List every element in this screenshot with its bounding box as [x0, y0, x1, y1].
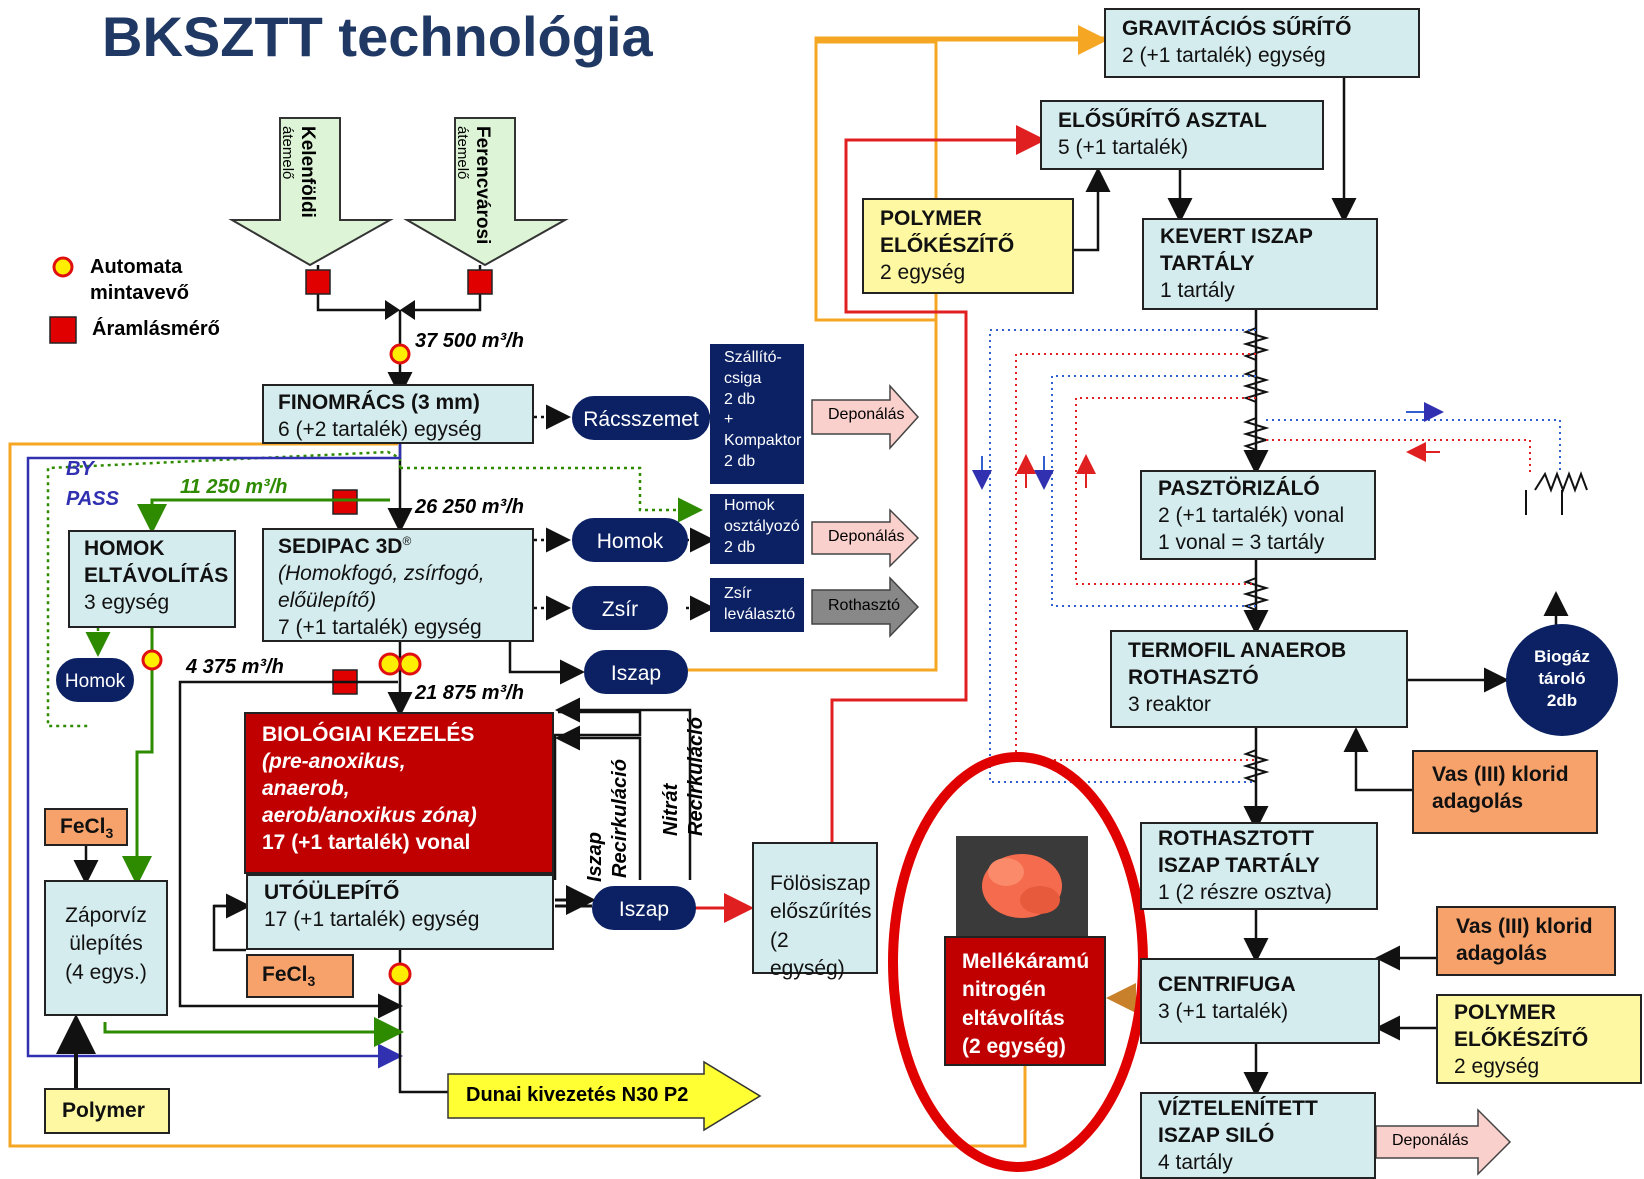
bypass-label-1: BY	[66, 458, 94, 480]
page-title: BKSZTT technológia	[102, 5, 653, 68]
kevert-iszap-box: KEVERT ISZAP TARTÁLY 1 tartály	[1142, 218, 1378, 310]
legend-sampler-icon	[52, 256, 74, 278]
flow-to-bio: 21 875 m³/h	[415, 682, 524, 704]
centrifuga-box: CENTRIFUGA 3 (+1 tartalék)	[1140, 958, 1380, 1044]
gravitacios-box: GRAVITÁCIÓS SŰRÍTŐ 2 (+1 tartalék) egysé…	[1104, 8, 1420, 78]
homok-eltav-sub: 3 egység	[84, 590, 170, 614]
recirc-iszap-label: Iszap	[584, 831, 606, 882]
sedipac-sub: 7 (+1 tartalék) egység	[278, 615, 482, 639]
sedipac-desc: (Homokfogó, zsírfogó, előülepítő)	[278, 561, 485, 612]
homok-pill-left: Homok	[56, 658, 134, 702]
flow-meter-ferencvarosi	[467, 269, 493, 295]
recirc-nitrat-label: Nitrát	[660, 783, 682, 836]
homok-pill: Homok	[572, 518, 688, 562]
rothaszto-arrow	[811, 576, 920, 638]
deponalas-label-1: Deponálás	[828, 406, 905, 423]
heat-exchanger-2	[1242, 369, 1270, 403]
bio-title: BIOLÓGIAI KEZELÉS	[262, 723, 475, 746]
sampler-sedipac-1	[378, 652, 402, 676]
fecl3-box-right: FeCl3	[246, 954, 354, 998]
zaporviz-box: Záporvíz ülepítés (4 egys.)	[44, 880, 168, 1016]
legend-meter-icon	[49, 316, 77, 344]
vas-klorid-box-1: Vas (III) klorid adagolás	[1412, 750, 1598, 834]
rothasztott-box: ROTHASZTOTT ISZAP TARTÁLY 1 (2 részre os…	[1140, 822, 1378, 910]
zsir-levalaszto-box: Zsír leválasztó	[710, 578, 804, 632]
termofil-box: TERMOFIL ANAEROB ROTHASZTÓ 3 reaktor	[1110, 630, 1408, 728]
polymer-elokeszito-top: POLYMER ELŐKÉSZÍTŐ 2 egység	[862, 198, 1074, 294]
sampler-homok	[141, 649, 163, 671]
deponalas-arrow-1	[811, 384, 920, 450]
heat-exchanger-3	[1242, 417, 1270, 451]
recirc-iszap-label2: Recirkuláció	[609, 759, 631, 878]
mellekaramu-box: Mellékáramú nitrogén eltávolítás (2 egys…	[944, 936, 1106, 1066]
polymer-box-left: Polymer	[44, 1088, 170, 1134]
finomracs-sub: 6 (+2 tartalék) egység	[278, 417, 482, 441]
szallito-box: Szállító- csiga 2 db + Kompaktor 2 db	[710, 344, 804, 484]
inlet-kelenfoldi-label: Kelenföldi átemelő	[279, 126, 318, 218]
flow-bypass-sand: 11 250 m³/h	[180, 476, 288, 498]
dunai-arrow	[447, 1060, 762, 1132]
homok-eltavolitas-box: HOMOK ELTÁVOLÍTÁS 3 egység	[68, 530, 236, 628]
deponalas-arrow-3	[1375, 1108, 1512, 1176]
polymer-elokeszito-right: POLYMER ELŐKÉSZÍTŐ 2 egység	[1436, 994, 1642, 1084]
sampler-uto	[388, 962, 412, 986]
deponalas-label-2: Deponálás	[828, 528, 905, 545]
pasztorizalo-box: PASZTÖRIZÁLÓ 2 (+1 tartalék) vonal 1 von…	[1140, 470, 1376, 560]
zsir-pill: Zsír	[572, 586, 668, 630]
flow-to-sedipac: 26 250 m³/h	[415, 496, 524, 518]
heat-exchanger-1	[1242, 327, 1270, 361]
legend-sampler-label: Automata mintavevő	[90, 256, 189, 304]
flow-meter-kelenfoldi	[305, 269, 331, 295]
flow-meter-sand	[332, 489, 358, 515]
inlet-arrow-kelenfoldi	[228, 117, 394, 267]
racsszemet-pill: Rácsszemet	[572, 396, 710, 440]
elosurito-box: ELŐSŰRÍTŐ ASZTAL 5 (+1 tartalék)	[1040, 100, 1324, 170]
iszap-pill-1: Iszap	[584, 650, 688, 694]
bio-d1: (pre-anoxikus,	[262, 749, 406, 773]
inlet-ferencvarosi-label: Ferencvárosi átemelő	[454, 126, 493, 245]
finomracs-title: FINOMRÁCS (3 mm)	[278, 391, 480, 414]
vas-klorid-box-2: Vas (III) klorid adagolás	[1436, 906, 1616, 976]
utoulepito-box: UTÓÜLEPÍTŐ 17 (+1 tartalék) egység	[246, 874, 554, 950]
biogaz-tank	[1506, 624, 1618, 736]
flow-bypass-bio: 4 375 m³/h	[186, 656, 284, 678]
fecl3-box-left: FeCl3	[44, 808, 128, 846]
sampler-inlet	[389, 343, 411, 365]
iszap-pill-2: Iszap	[592, 886, 696, 930]
homok-osztalyozo-box: Homok osztályozó 2 db	[710, 494, 804, 564]
deponalas-arrow-2	[811, 508, 920, 568]
deponalas-label-3: Deponálás	[1392, 1132, 1469, 1149]
bio-d2: anaerob,	[262, 776, 350, 800]
folosiszap-box: Fölösiszap előszűrítés (2 egység)	[752, 842, 878, 980]
rothaszto-label: Rothasztó	[828, 597, 901, 614]
bypass-label-2: PASS	[66, 488, 119, 510]
sampler-sedipac-2	[398, 652, 422, 676]
sedipac-reg: ®	[402, 534, 412, 548]
uto-sub: 17 (+1 tartalék) egység	[264, 907, 480, 931]
heat-exchanger-6	[1534, 471, 1588, 493]
sedipac-title: SEDIPAC 3D	[278, 535, 403, 558]
bio-d3: aerob/anoxikus zóna)	[262, 803, 477, 827]
finomracs-box: FINOMRÁCS (3 mm) 6 (+2 tartalék) egység	[262, 384, 534, 444]
viztelenitett-box: VÍZTELENÍTETT ISZAP SILÓ 4 tartály	[1140, 1092, 1376, 1179]
biogaz-label: Biogáz tároló 2db	[1534, 647, 1590, 711]
heat-exchanger-4	[1242, 577, 1270, 611]
heat-exchanger-5	[1242, 749, 1270, 783]
bio-sub: 17 (+1 tartalék) vonal	[262, 830, 471, 854]
sedipac-box: SEDIPAC 3D® (Homokfogó, zsírfogó, előüle…	[262, 528, 534, 642]
flow-total: 37 500 m³/h	[415, 330, 524, 352]
homok-eltav-title2: ELTÁVOLÍTÁS	[84, 563, 229, 587]
homok-eltav-title1: HOMOK	[84, 537, 165, 560]
uto-title: UTÓÜLEPÍTŐ	[264, 881, 400, 904]
dunai-label: Dunai kivezetés N30 P2	[466, 1084, 689, 1106]
recirc-nitrat-label2: Recirkuláció	[685, 717, 707, 836]
biologiai-box: BIOLÓGIAI KEZELÉS (pre-anoxikus, anaerob…	[244, 712, 554, 874]
legend-meter-label: Áramlásmérő	[92, 318, 220, 340]
inlet-arrow-ferencvarosi	[403, 117, 569, 267]
